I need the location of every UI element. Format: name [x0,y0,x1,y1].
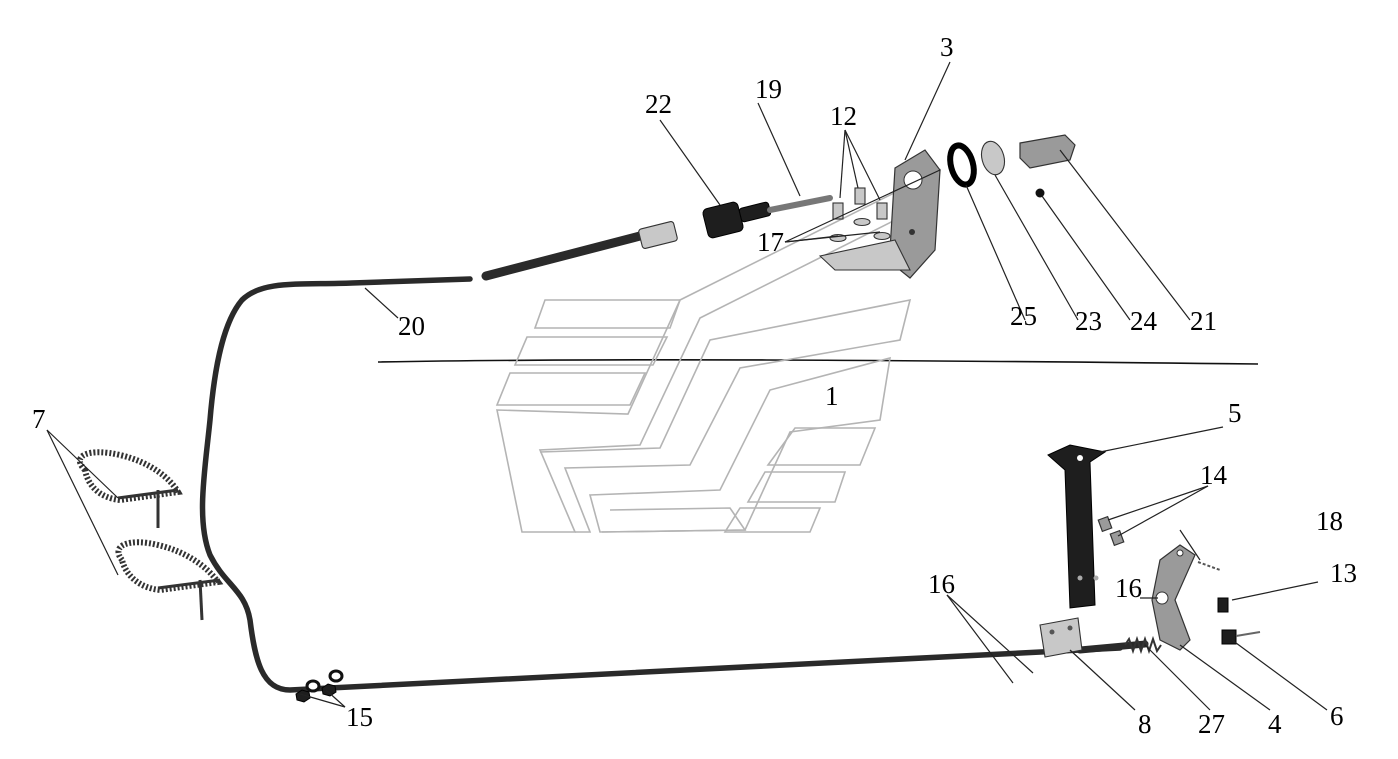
callout-19: 19 [755,74,782,104]
callout-20: 20 [398,311,425,341]
cable-clamp [1221,629,1261,645]
lower-bracket [1047,444,1107,609]
callout-18: 18 [1316,506,1343,536]
cable-sheath-upper [481,231,645,281]
leader-lines [46,61,1328,711]
callout-8: 8 [1138,709,1152,739]
callout-17: 17 [757,227,784,257]
callout-3: 3 [940,32,954,62]
callout-27: 27 [1198,709,1225,739]
return-spring [1124,635,1162,655]
callout-21: 21 [1190,306,1217,336]
callout-13: 13 [1330,558,1357,588]
reference-line [377,359,1259,365]
callout-1: 1 [825,381,839,411]
callout-5: 5 [1228,398,1242,428]
lever-arm [1151,544,1196,651]
upper-bracket [818,149,941,279]
vehicle-outline [495,168,942,533]
cable-clamps [76,449,224,621]
callout-12: 12 [830,101,857,131]
cable-support [1039,617,1083,658]
control-rod [767,195,833,213]
callout-23: 23 [1075,306,1102,336]
callout-24: 24 [1130,306,1158,336]
callout-7: 7 [32,404,46,434]
nuts-and-washers [295,669,344,703]
control-cable [199,276,1123,693]
callout-25: 25 [1010,301,1037,331]
callout-22: 22 [645,89,672,119]
bolts-and-washers [829,187,891,243]
bracket-bolts [1097,515,1125,547]
cotter-pin [1197,561,1221,571]
callout-16b: 16 [1115,573,1142,603]
cable-fitting [638,195,833,249]
callout-15: 15 [346,702,373,732]
callout-4: 4 [1268,709,1282,739]
callout-6: 6 [1330,701,1344,731]
callout-14: 14 [1200,460,1228,490]
callout-16a: 16 [928,569,955,599]
knob-assembly [947,134,1076,198]
clamp-bolt [1217,597,1229,613]
